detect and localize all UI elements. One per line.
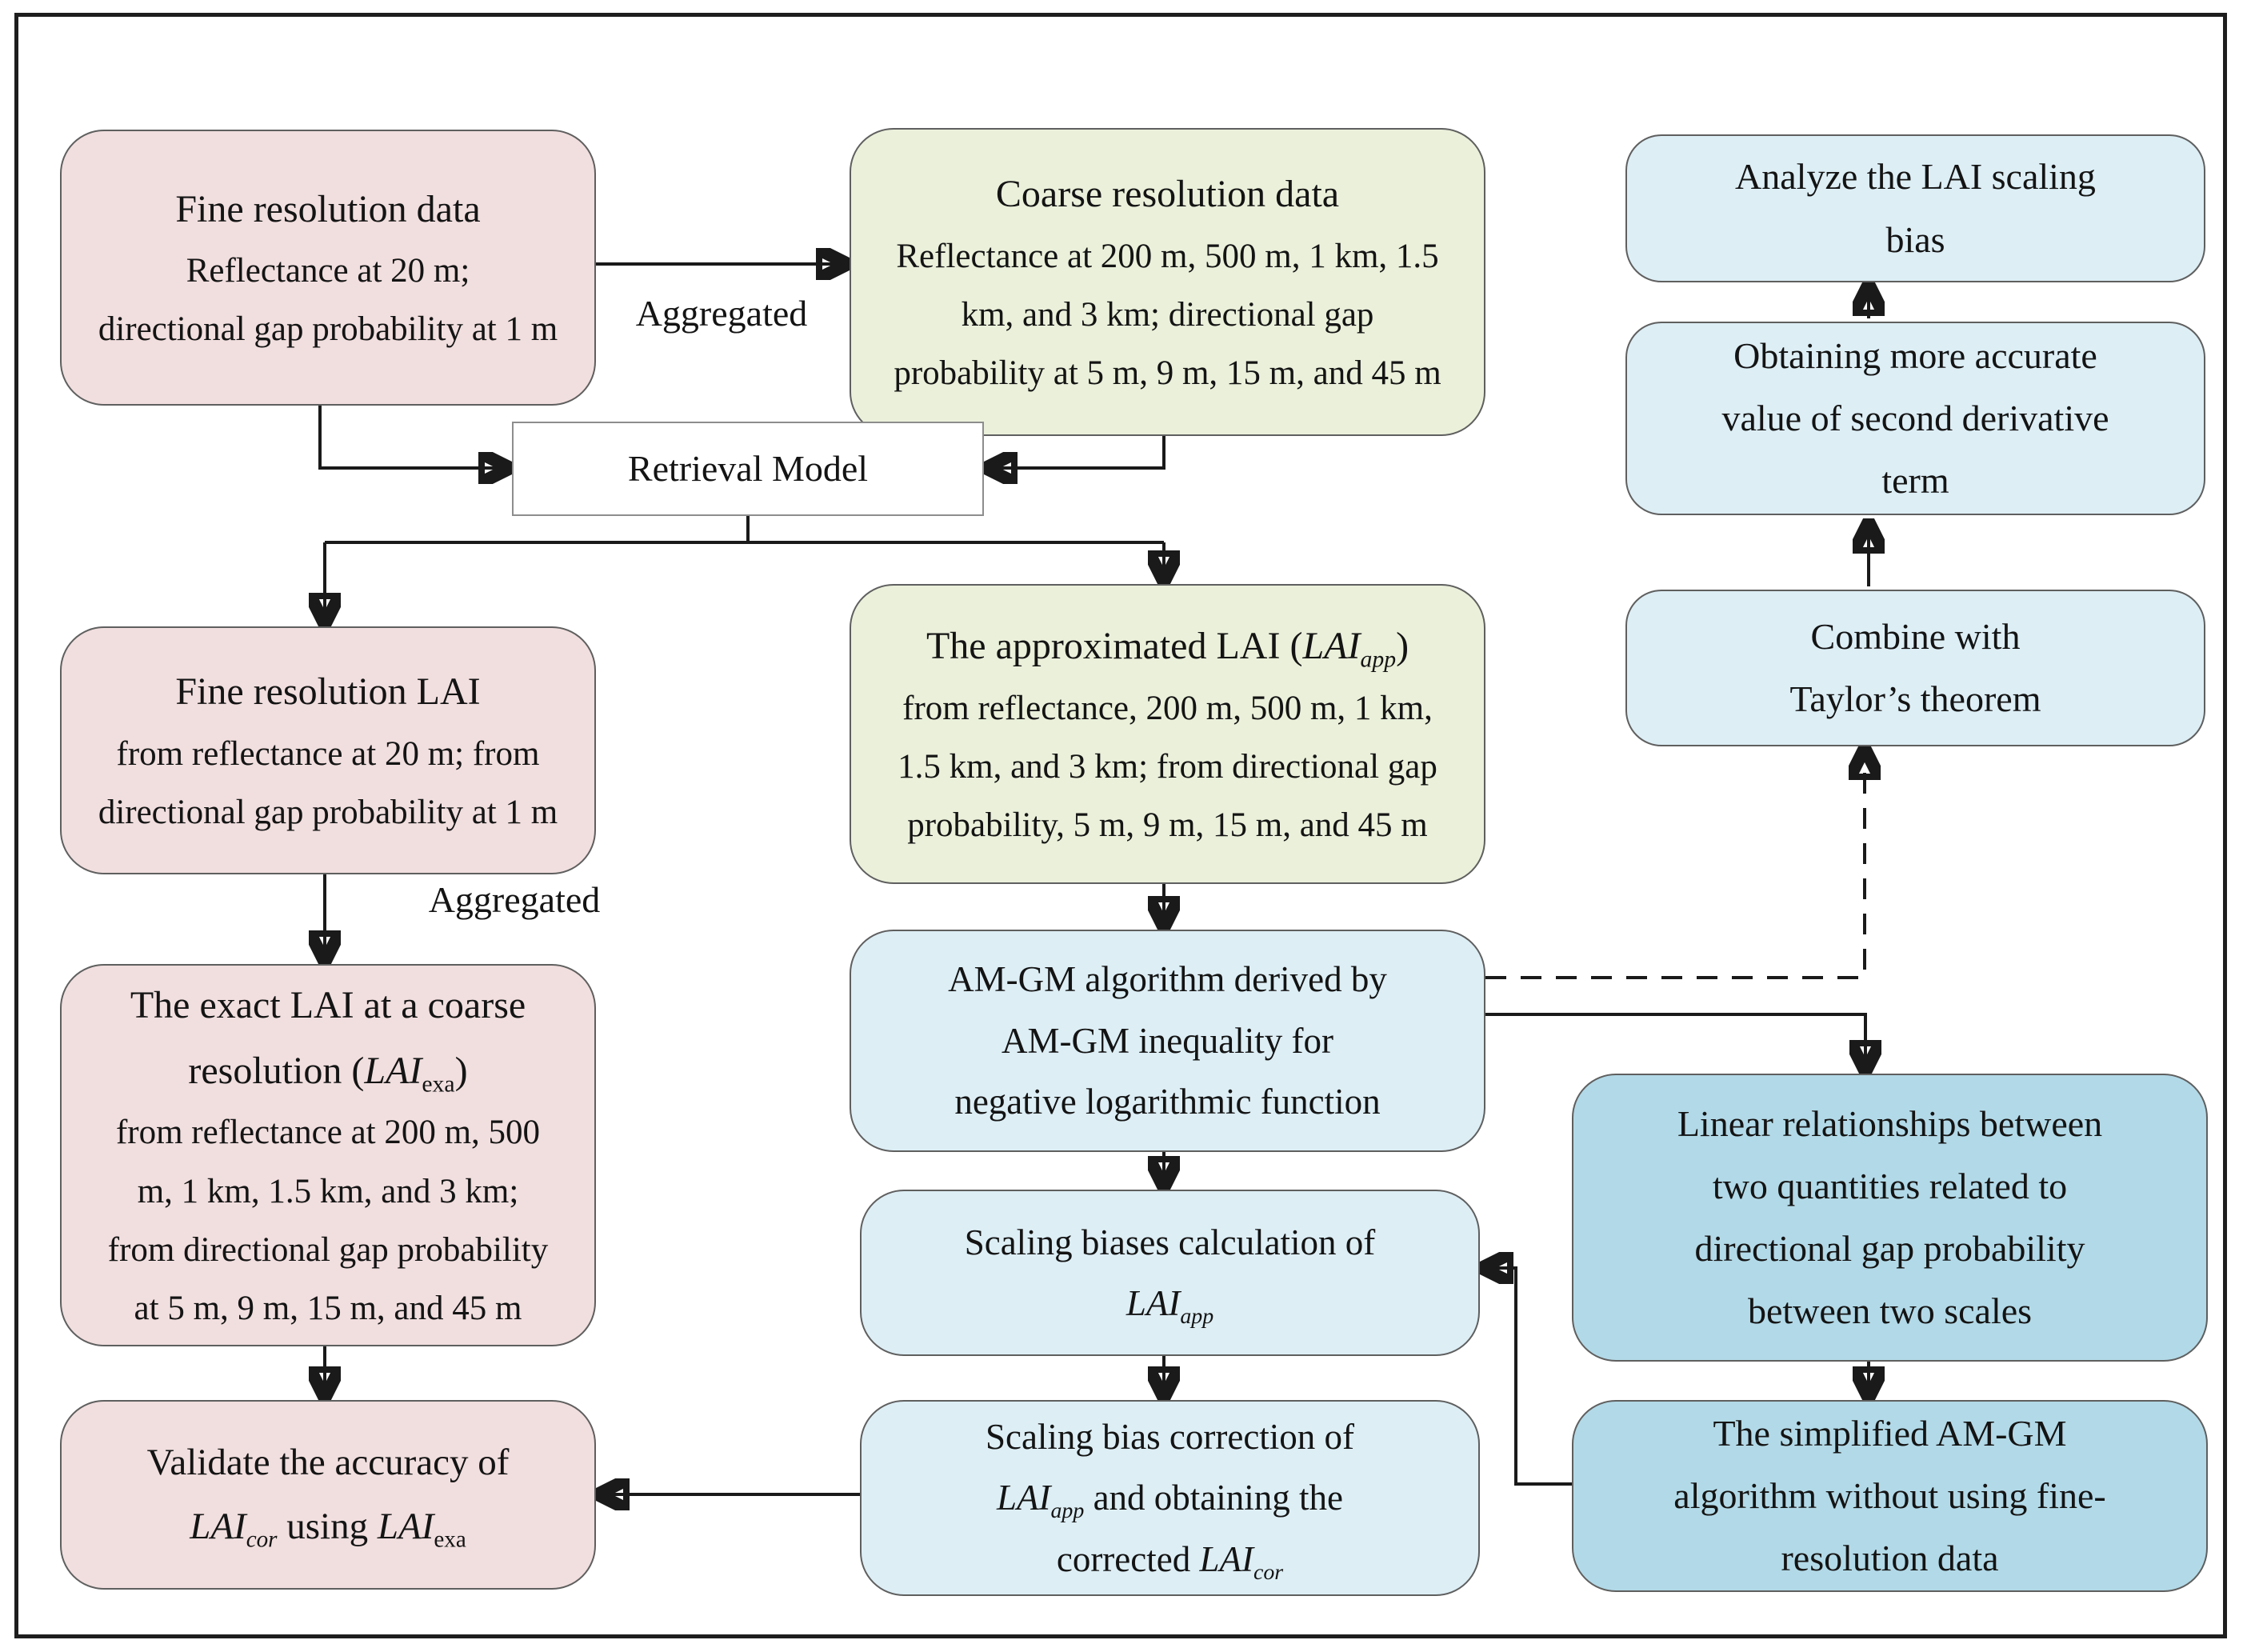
node-approximated-lai: The approximated LAI (LAIapp)from reflec… [850, 584, 1485, 884]
aggregated-label-top: Aggregated [635, 293, 808, 334]
aggregated-label-mid: Aggregated [428, 879, 601, 920]
node-retrieval-model: Retrieval Model [512, 422, 984, 516]
outer-border [14, 13, 2227, 1638]
